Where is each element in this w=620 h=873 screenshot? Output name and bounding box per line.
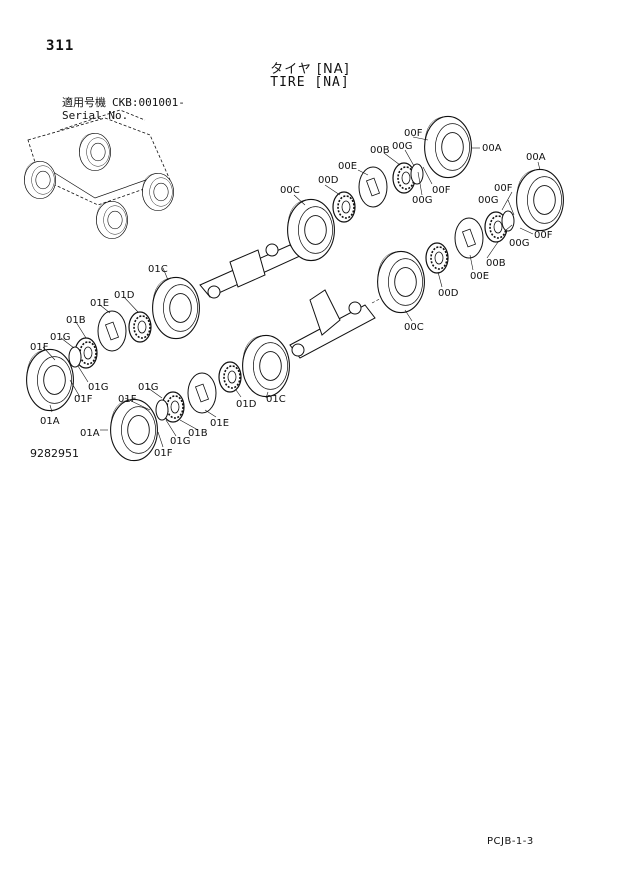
callout-01f: 01F [118,394,137,405]
machine-overview-sketch [24,109,174,240]
callout-00f: 00F [534,230,553,241]
callout-01f: 01F [74,394,93,405]
callout-01g: 01G [170,436,190,447]
tire-00a-upper [424,115,472,179]
callout-01c: 01C [266,394,286,405]
callout-01d: 01D [114,290,135,301]
sketch-wheel-rear-right [142,172,174,212]
rim-01d-upper [128,311,152,343]
serial-label-jp: 適用号機 [62,96,106,109]
wheel-set-01-upper [26,276,200,412]
callout-00f: 00F [432,185,451,196]
callout-00g: 00G [509,238,529,249]
serial-value: CKB:001001- [112,96,185,109]
title-japanese: タイヤ [NA] [270,62,350,77]
ring-00g-upper [410,163,424,185]
callout-01f: 01F [154,448,173,459]
callout-01e: 01E [210,418,229,429]
callout-00g: 00G [412,195,432,206]
callout-00g: 00G [392,141,412,152]
tire-00c-upper [287,198,335,262]
rim-00d-upper [332,191,356,223]
callout-00c: 00C [280,185,300,196]
tire-01c-lower [242,334,290,398]
sketch-wheel-front-left [24,160,56,200]
tire-01a-upper [26,348,74,412]
callout-00f: 00F [494,183,513,194]
serial-label-en: Serial No. [62,109,129,122]
serial-info: 適用号機 CKB:001001- Serial No. [62,96,191,122]
sketch-wheel-front-right [79,132,111,172]
callout-01c: 01C [148,264,168,275]
callout-01a: 01A [40,416,60,427]
rim-01d-lower [218,361,242,393]
callout-01e: 01E [90,298,109,309]
tire-00c-right [377,250,425,314]
page-number: 311 [46,38,75,54]
flap-01e-lower [187,372,217,414]
title-english: TIRE [NA] [270,75,350,90]
flap-01e-upper [97,310,127,352]
callout-00e: 00E [338,161,357,172]
callout-01g: 01G [88,382,108,393]
callout-00e: 00E [470,271,489,282]
callout-00c: 00C [404,322,424,333]
callout-01g: 01G [50,332,70,343]
callout-01b: 01B [66,315,86,326]
tire-00a-right [516,168,564,232]
ring-01g-upper [68,346,82,368]
sketch-wheel-rear-left [96,200,128,240]
callout-00a: 00A [482,143,502,154]
callout-00a: 00A [526,152,546,163]
flap-00e-upper [358,166,388,208]
callout-01a: 01A [80,428,100,439]
callout-labels: 00A 00F 00G 00B 00E 00D 00C 00F 00G 00A … [30,128,553,459]
callout-00b: 00B [370,145,390,156]
callout-00d: 00D [438,288,459,299]
callout-01f: 01F [30,342,49,353]
callout-00d: 00D [318,175,339,186]
rim-00d-right [425,242,449,274]
leader-lines [42,136,541,448]
callout-01d: 01D [236,399,257,410]
ring-01g-lower [155,399,169,421]
tire-01c-upper [152,276,200,340]
wheel-set-01-lower [110,334,290,462]
flap-00e-right [454,217,484,259]
callout-00g: 00G [478,195,498,206]
callout-00b: 00B [486,258,506,269]
footer-code: PCJB-1-3 [487,836,534,847]
front-axle [159,222,337,313]
rear-axle [264,287,401,368]
callout-01g: 01G [138,382,158,393]
callout-01b: 01B [188,428,208,439]
callout-00f: 00F [404,128,423,139]
tire-01a-lower [110,398,158,462]
drawing-number: 9282951 [30,447,79,460]
